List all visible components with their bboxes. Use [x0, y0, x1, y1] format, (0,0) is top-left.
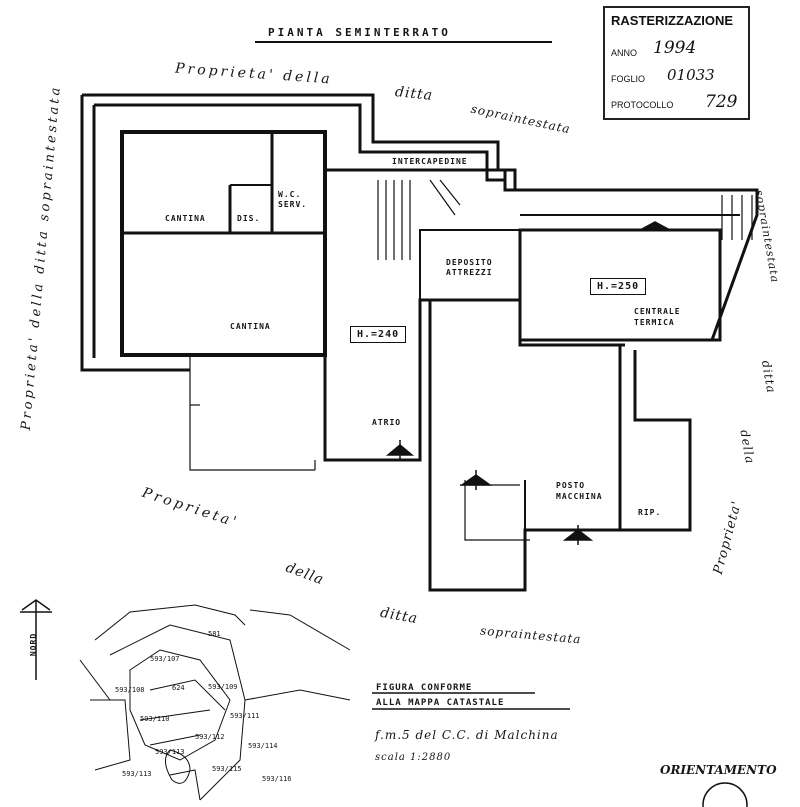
- map-caption-1: FIGURA CONFORME: [376, 683, 473, 693]
- cadastral-map: [79, 604, 351, 801]
- left-outer-wall: [80, 95, 190, 372]
- centrale-block: [518, 228, 722, 342]
- stair-upper: [429, 179, 461, 216]
- parcel-624: 624: [172, 684, 185, 692]
- arrow-centrale: [639, 221, 671, 231]
- intercapedine-wall: [325, 168, 520, 192]
- room-height-250: H.=250: [590, 278, 647, 295]
- rip-room: [618, 345, 692, 532]
- parcel-593-116: 593/116: [262, 775, 292, 783]
- rasterization-stamp: RASTERIZZAZIONE ANNO 1994 FOGLIO 01033 P…: [603, 6, 750, 120]
- map-reference: f.m.5 del C.C. di Malchina: [375, 728, 559, 742]
- stamp-anno-value: 1994: [653, 38, 697, 58]
- stamp-heading: RASTERIZZAZIONE: [611, 13, 734, 28]
- parcel-593-113b: 593/113: [122, 770, 152, 778]
- parcel-581: 581: [208, 630, 221, 638]
- room-rip: RIP.: [638, 508, 662, 517]
- map-scale: scala 1:2880: [375, 752, 452, 763]
- orientation-stamp-icon: [702, 782, 748, 807]
- parcel-593-115: 593/115: [212, 765, 242, 773]
- ramp-lines: [460, 480, 530, 541]
- parcel-593-108: 593/108: [115, 686, 145, 694]
- central-section: [323, 180, 625, 462]
- room-posto: POSTO MACCHINA: [556, 481, 603, 501]
- parcel-593-107: 593/107: [150, 655, 180, 663]
- room-centrale: CENTRALE TERMICA: [634, 307, 681, 327]
- cantina-block: [120, 130, 327, 357]
- parcel-593-110: 593/110: [140, 715, 170, 723]
- parcel-593-112: 593/112: [195, 733, 225, 741]
- north-label: NORD: [29, 632, 39, 657]
- room-deposito: DEPOSITO ATTREZZI: [446, 258, 493, 277]
- parcel-593-109: 593/109: [208, 683, 238, 691]
- stamp-foglio-value: 01033: [667, 66, 715, 84]
- stamp-protocollo-value: 729: [705, 92, 738, 112]
- room-intercapedine: INTERCAPEDINE: [392, 157, 468, 166]
- outer-wall-inner: [94, 103, 505, 182]
- room-height-240: H.=240: [350, 326, 407, 343]
- north-arrow-icon: [20, 599, 52, 680]
- stamp-anno-label: ANNO: [611, 48, 638, 58]
- room-dis: DIS.: [237, 214, 261, 223]
- room-cantina-1: CANTINA: [165, 214, 206, 223]
- stamp-protocollo-label: PROTOCOLLO: [611, 100, 674, 110]
- room-cantina-2: CANTINA: [230, 322, 271, 331]
- map-caption-2: ALLA MAPPA CATASTALE: [376, 698, 505, 708]
- stamp-foglio-label: FOGLIO: [611, 74, 646, 84]
- room-atrio: ATRIO: [372, 418, 402, 427]
- room-wc: W.C. SERV.: [278, 190, 308, 209]
- parcel-593-114: 593/114: [248, 742, 278, 750]
- page-title: PIANTA SEMINTERRATO: [268, 26, 451, 39]
- porch-left: [189, 355, 315, 471]
- orientation-label: ORIENTAMENTO: [660, 763, 777, 777]
- stair-steps: [377, 180, 411, 260]
- right-steps: [721, 195, 753, 240]
- parcel-593-113: 593/113: [155, 748, 185, 756]
- parcel-593-111: 593/111: [230, 712, 260, 720]
